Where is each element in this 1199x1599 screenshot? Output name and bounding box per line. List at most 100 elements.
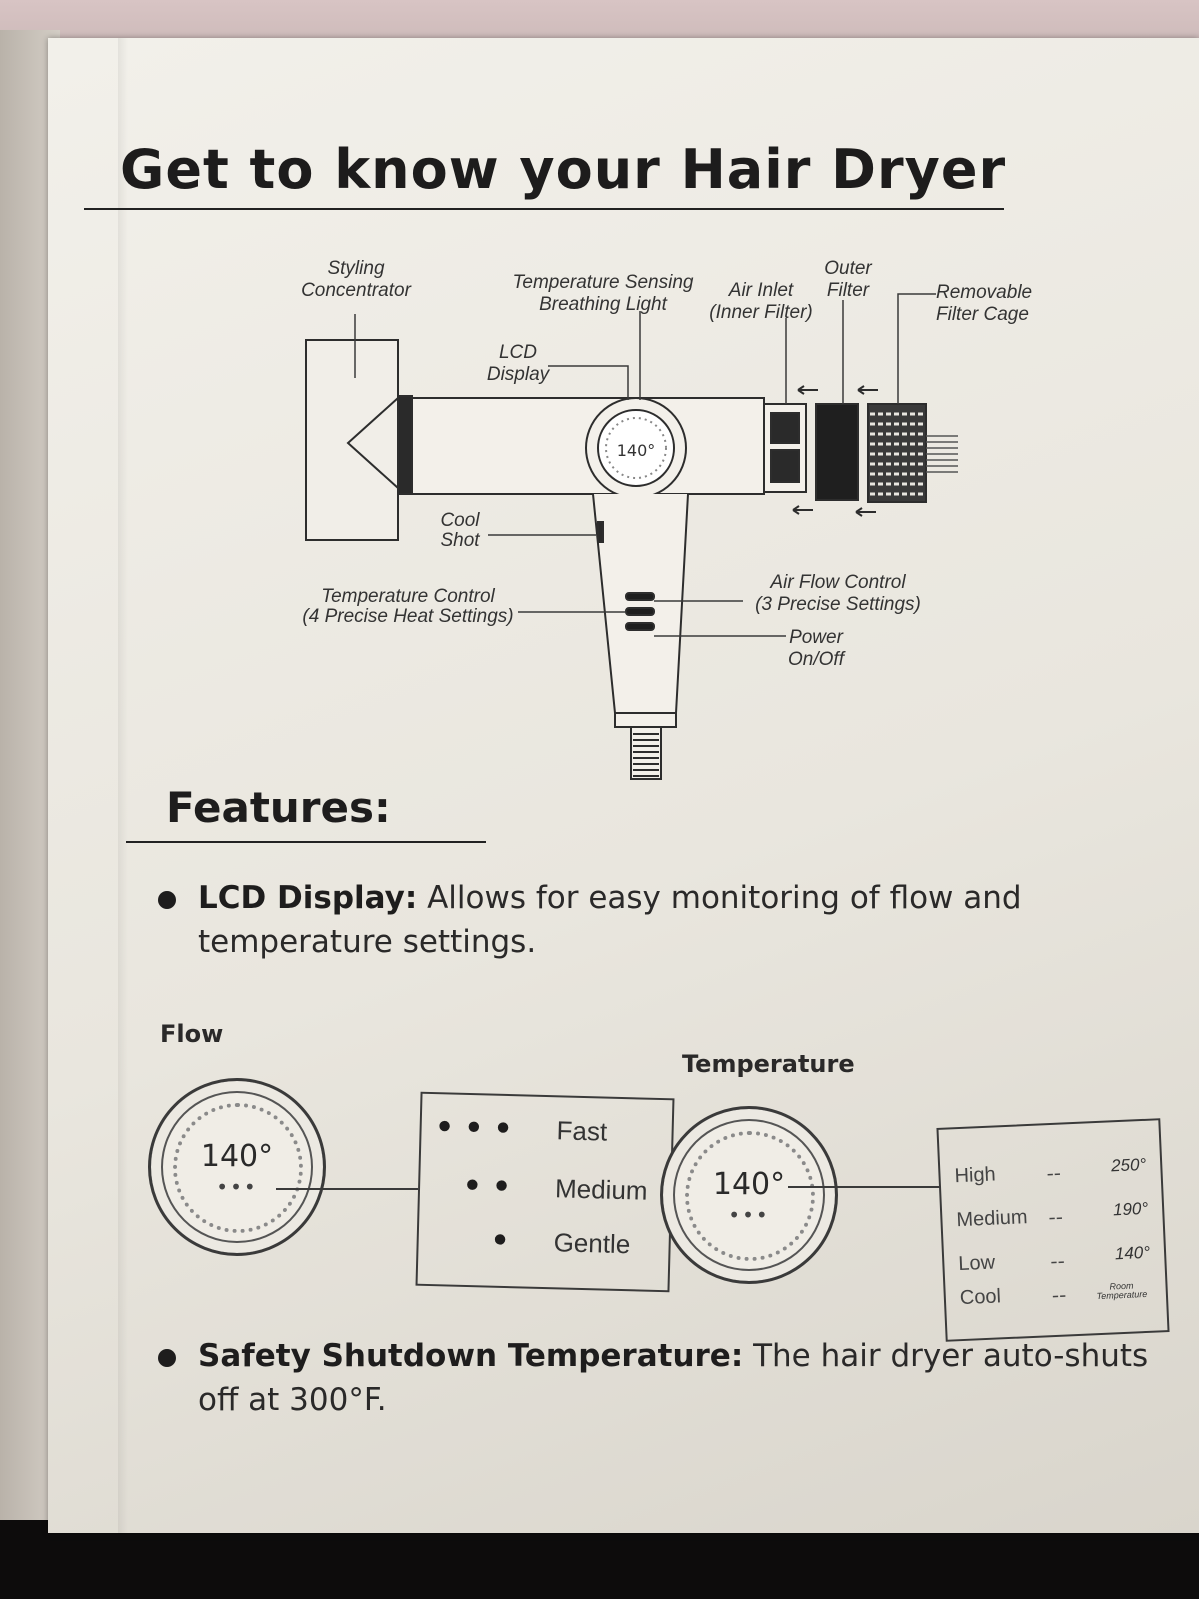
concentrator-nozzle (346, 397, 399, 489)
feature-safety-title: Safety Shutdown Temperature: (198, 1338, 744, 1374)
feature-safety-shutdown: Safety Shutdown Temperature: The hair dr… (158, 1334, 1148, 1422)
airflow-arrow-3 (792, 505, 813, 515)
label-temp-sensing-1: Temperature Sensing (513, 272, 694, 293)
lcd-ring-inner (597, 409, 675, 487)
backdrop-bottom (0, 1520, 1199, 1599)
bullet-icon (158, 890, 176, 909)
temp-level-name: Cool (959, 1285, 1002, 1310)
temp-level-value: Room Temperature (1096, 1280, 1148, 1302)
label-temp-control-1: Temperature Control (321, 586, 495, 607)
page-title: Get to know your Hair Dryer (120, 138, 1007, 201)
manual-page: Get to know your Hair Dryer (48, 38, 1199, 1533)
filter-cage-grille (926, 435, 958, 473)
temperature-label: Temperature (682, 1050, 855, 1078)
label-filter-cage-2: Filter Cage (936, 304, 1029, 325)
flow-level-dots: • (488, 1220, 520, 1263)
temp-level-name: Medium (956, 1206, 1029, 1232)
temp-level-dash: -- (1045, 1160, 1062, 1186)
temperature-leader-line (788, 1186, 941, 1188)
temperature-dial-ticks (685, 1131, 815, 1261)
feature-lcd-title: LCD Display: (198, 880, 418, 916)
flow-levels-box: ••• Fast •• Medium • Gentle (415, 1091, 675, 1293)
label-styling-1: Styling (327, 258, 384, 279)
bullet-icon (158, 1348, 176, 1367)
filter-cage-mesh (870, 412, 924, 496)
diagram-lcd-value: 140° (617, 441, 656, 460)
flow-label: Flow (160, 1020, 224, 1048)
hair-dryer-diagram: Styling Concentrator Temperature Sensing… (301, 258, 1032, 780)
flow-level-name: Fast (556, 1115, 608, 1147)
flow-dial: 140° ••• (148, 1078, 326, 1256)
airflow-arrow-1 (797, 385, 818, 395)
flow-level-gentle: • Gentle (418, 1220, 669, 1267)
label-cool-shot-2: Shot (440, 530, 480, 551)
label-outer-filter-1: Outer (824, 258, 872, 279)
airflow-arrow-2 (857, 385, 878, 395)
label-lcd-2: Display (487, 364, 551, 385)
flow-dial-ticks (173, 1103, 303, 1233)
flow-level-fast: ••• Fast (421, 1107, 672, 1155)
temperature-dial-dots: ••• (728, 1203, 770, 1227)
lcd-ticks (605, 417, 667, 479)
label-lcd-1: LCD (499, 342, 537, 363)
label-styling-2: Concentrator (301, 280, 412, 301)
label-air-inlet-1: Air Inlet (728, 280, 794, 301)
flow-level-medium: •• Medium (420, 1166, 671, 1213)
handle-collar (614, 712, 677, 728)
feature-lcd-text: Allows for easy monitoring of flow and (427, 880, 1022, 916)
temp-level-low: Low -- 140° (957, 1242, 1159, 1283)
leader-filter-cage (897, 293, 936, 404)
flow-level-dots: ••• (433, 1107, 523, 1151)
air-flow-button (625, 607, 655, 616)
temperature-levels-box: High -- 250° Medium -- 190° Low -- 140° … (936, 1118, 1170, 1342)
inner-filter-top (770, 412, 800, 444)
label-temp-sensing-2: Breathing Light (539, 294, 668, 315)
temp-level-value: 190° (1112, 1198, 1149, 1220)
label-filter-cage-1: Removable (936, 282, 1032, 303)
strain-relief-ridges (633, 733, 659, 777)
temp-level-cool: Cool -- Room Temperature (959, 1278, 1160, 1317)
flow-level-name: Medium (554, 1173, 648, 1206)
temp-level-dash: -- (1049, 1248, 1066, 1274)
title-underline (84, 208, 1004, 210)
power-button (625, 622, 655, 631)
temp-level-high: High -- 250° (954, 1154, 1155, 1196)
temp-level-value: 250° (1110, 1154, 1147, 1176)
temperature-dial: 140° ••• (660, 1106, 838, 1284)
feature-safety-text-2: off at 300°F. (198, 1382, 387, 1418)
temp-control-button (625, 592, 655, 601)
feature-safety-text: The hair dryer auto-shuts (753, 1338, 1149, 1374)
feature-lcd-display: LCD Display: Allows for easy monitoring … (158, 876, 1022, 964)
label-cool-shot-1: Cool (440, 510, 480, 531)
dryer-handle (592, 493, 689, 714)
airflow-arrow-4 (855, 507, 876, 517)
label-air-inlet-2: (Inner Filter) (709, 302, 812, 323)
temp-level-name: High (954, 1163, 997, 1188)
concentrator-ring (397, 395, 413, 495)
label-outer-filter-2: Filter (827, 280, 870, 301)
flow-dial-value: 140° (200, 1139, 274, 1174)
leader-lcd (548, 365, 629, 400)
label-temp-control-2: (4 Precise Heat Settings) (302, 606, 513, 627)
features-heading: Features: (166, 783, 391, 832)
flow-dial-dots: ••• (216, 1175, 258, 1199)
temp-level-dash: -- (1047, 1204, 1064, 1230)
flow-leader-line (276, 1188, 418, 1190)
flow-level-name: Gentle (553, 1227, 631, 1260)
temperature-dial-value: 140° (712, 1167, 786, 1202)
temp-level-name: Low (957, 1251, 996, 1276)
temp-level-medium: Medium -- 190° (956, 1198, 1157, 1239)
label-power-2: On/Off (788, 649, 846, 670)
outer-filter-shape (815, 403, 859, 501)
temp-level-value: 140° (1114, 1242, 1151, 1264)
inner-filter-bottom (770, 449, 800, 483)
label-air-flow-1: Air Flow Control (769, 572, 906, 593)
flow-level-dots: •• (461, 1165, 521, 1209)
label-power-1: Power (789, 627, 844, 648)
temp-level-dash: -- (1051, 1282, 1067, 1308)
cool-shot-button (597, 521, 604, 543)
features-underline (126, 841, 486, 843)
feature-lcd-text-2: temperature settings. (198, 924, 537, 960)
label-air-flow-2: (3 Precise Settings) (755, 594, 921, 615)
page-fold (118, 38, 128, 1533)
